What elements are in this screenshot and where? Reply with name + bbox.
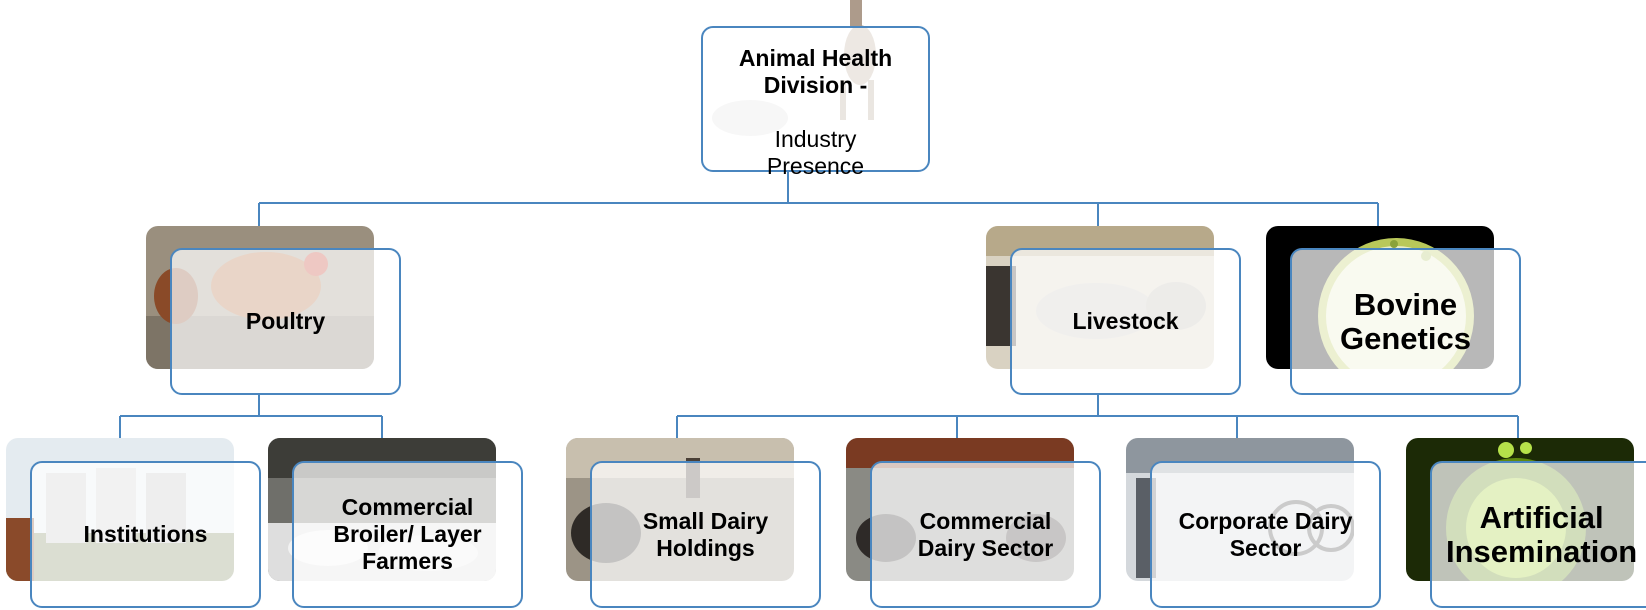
node-corporate-dairy-label: Corporate Dairy Sector xyxy=(1178,507,1353,561)
node-artificial-insemination[interactable]: Artificial Insemination xyxy=(1430,461,1646,608)
root-title-bold: Animal Health Division - xyxy=(738,45,893,98)
root-node[interactable]: Animal Health Division - Industry Presen… xyxy=(701,26,930,179)
node-commercial-dairy-sector[interactable]: Commercial Dairy Sector xyxy=(870,461,1101,608)
node-livestock[interactable]: Livestock xyxy=(1010,248,1241,395)
node-poultry[interactable]: Poultry xyxy=(170,248,401,395)
node-artificial-insemination-label: Artificial Insemination xyxy=(1446,499,1638,569)
node-corporate-dairy-sector[interactable]: Corporate Dairy Sector xyxy=(1150,461,1381,608)
node-small-dairy-holdings[interactable]: Small Dairy Holdings xyxy=(590,461,821,608)
root-title-regular: Industry Presence xyxy=(766,126,865,179)
node-institutions[interactable]: Institutions xyxy=(30,461,261,608)
node-livestock-label: Livestock xyxy=(1072,308,1179,334)
node-commercial-broiler-label: Commercial Broiler/ Layer Farmers xyxy=(333,494,482,574)
node-small-dairy-label: Small Dairy Holdings xyxy=(642,507,769,561)
node-poultry-label: Poultry xyxy=(245,308,326,334)
node-institutions-label: Institutions xyxy=(83,521,208,547)
node-bovine-genetics-label: Bovine Genetics xyxy=(1340,286,1471,356)
node-commercial-dairy-label: Commercial Dairy Sector xyxy=(917,507,1054,561)
node-bovine-genetics[interactable]: Bovine Genetics xyxy=(1290,248,1521,395)
node-commercial-broiler-layer-farmers[interactable]: Commercial Broiler/ Layer Farmers xyxy=(292,461,523,608)
